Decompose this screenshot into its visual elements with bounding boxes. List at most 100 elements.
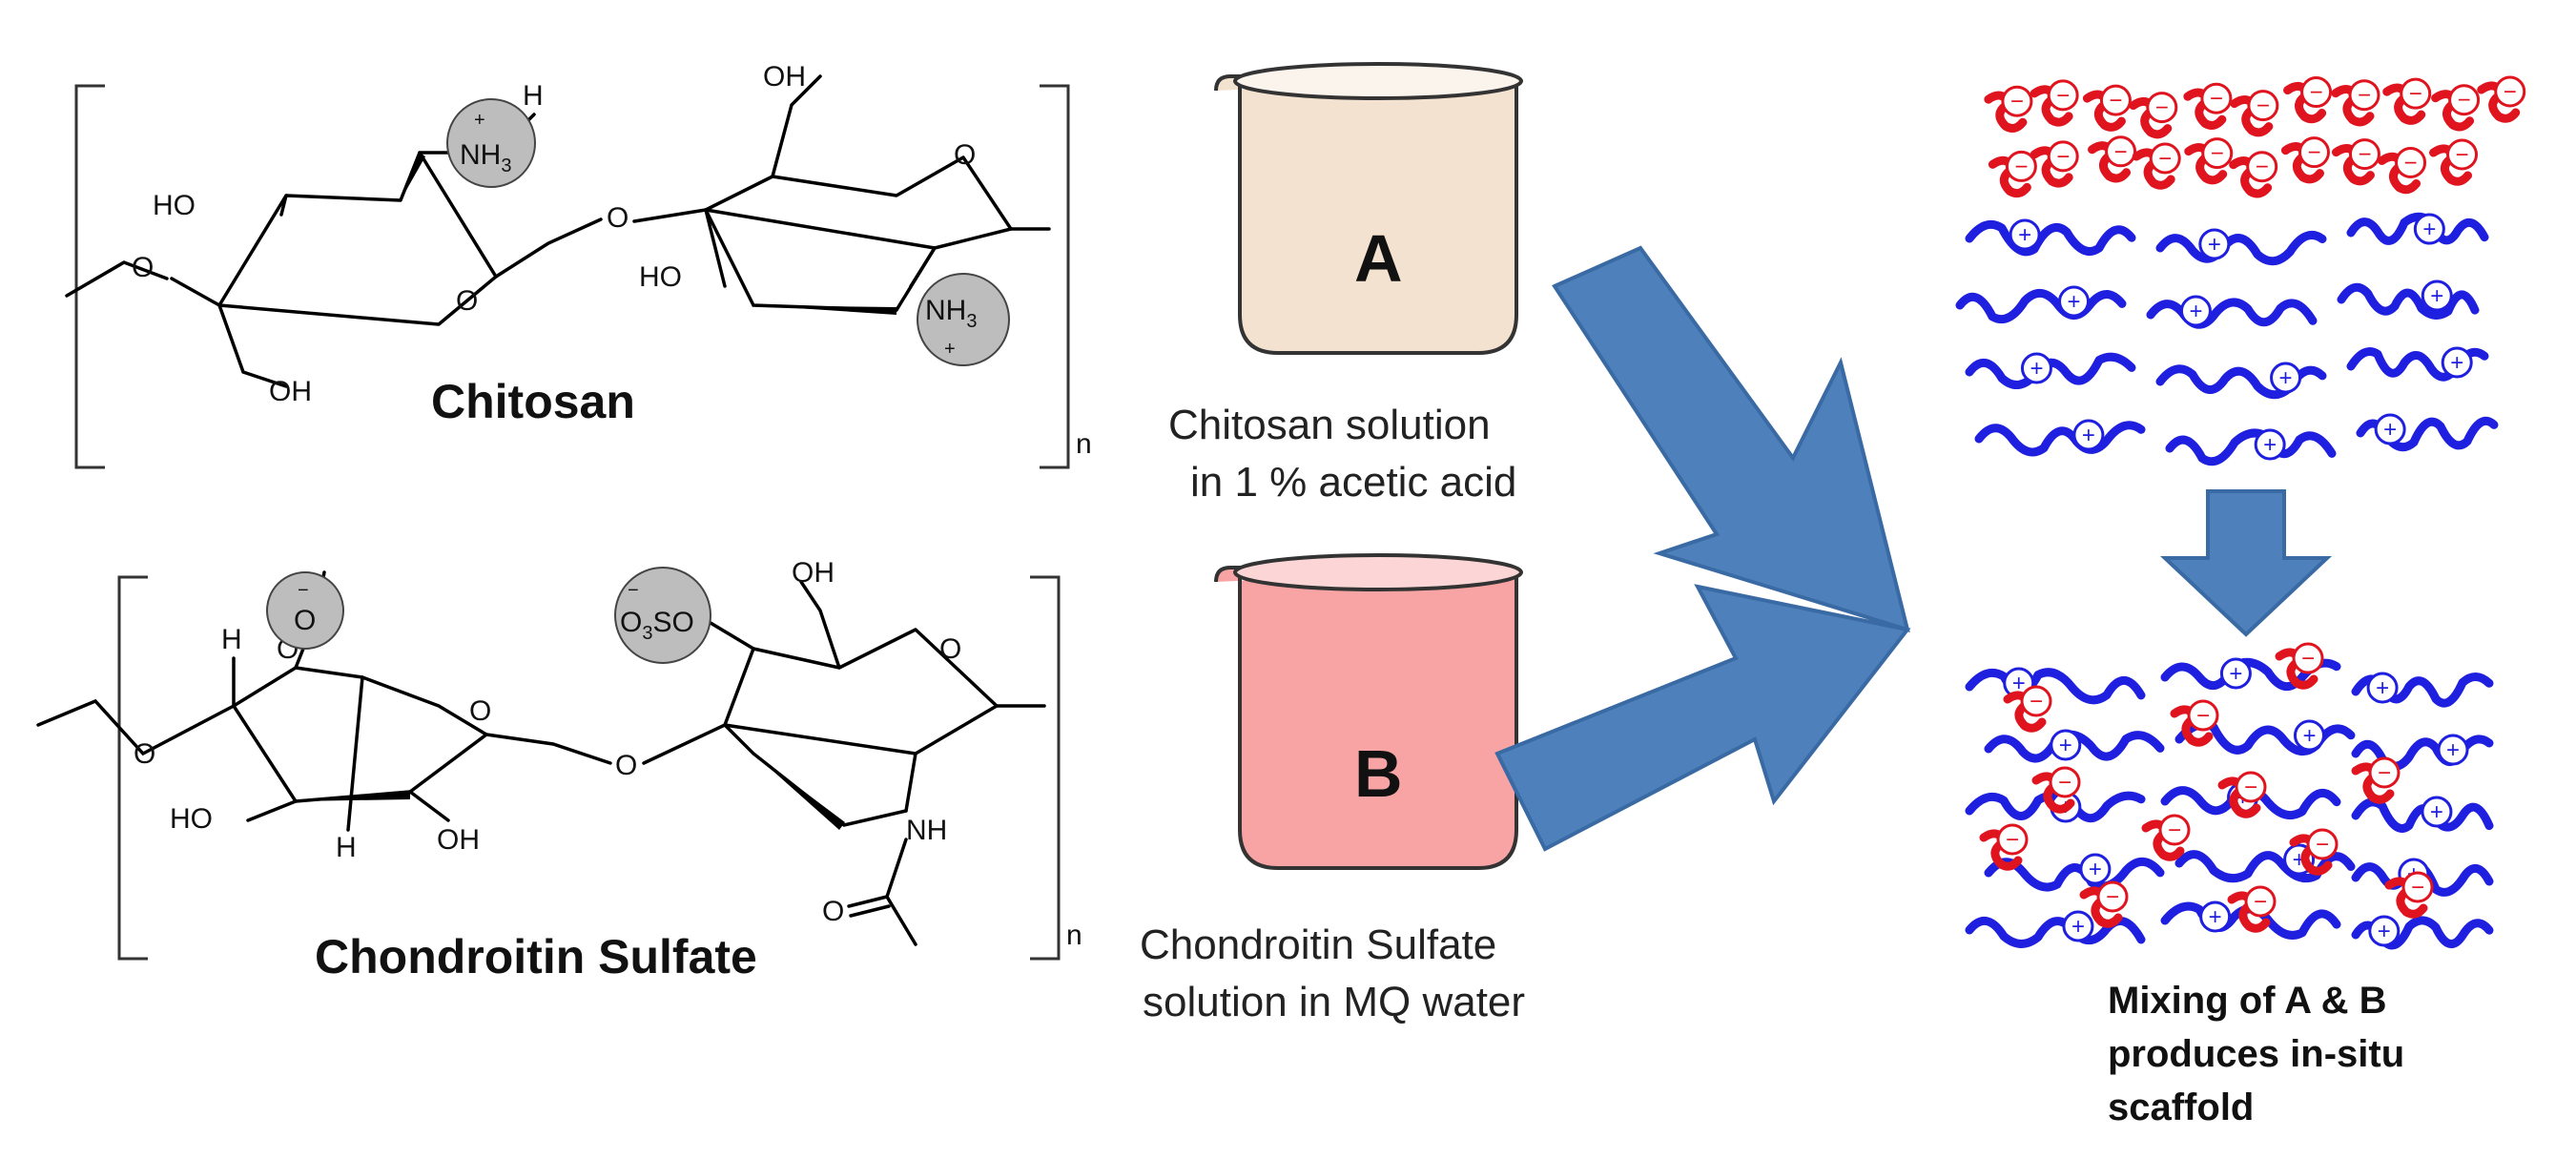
- negative-charge-sign: −: [2196, 703, 2210, 729]
- negative-charge: [2448, 84, 2481, 116]
- chitosan-nh3-right-charge-ball: [917, 273, 1010, 366]
- beaker-a-caption-line-2: in 1 % acetic acid: [1190, 459, 1516, 506]
- positive-charge: [2072, 419, 2105, 451]
- chondroitin-chain: [2289, 834, 2333, 876]
- negative-charge-sign: −: [2056, 83, 2070, 109]
- positive-charge: [2374, 413, 2406, 445]
- chitosan-repeat-n: n: [1076, 428, 1092, 460]
- positive-charge-sign: +: [2229, 661, 2242, 687]
- chondroitin-sulfate-charge-ball: [614, 567, 711, 664]
- negative-charge-sign: −: [2256, 155, 2269, 180]
- chondroitin-chain: [2351, 762, 2395, 804]
- chitosan-chain: [1984, 857, 2165, 892]
- negative-charge-sign: −: [2210, 86, 2223, 112]
- negative-charge: [2298, 136, 2330, 169]
- chondroitin-structure: n O H HO H OH O O O − O OH O: [36, 557, 1082, 983]
- negative-charge-sign: −: [2155, 95, 2169, 121]
- chondroitin-chain: [2079, 886, 2123, 928]
- chitosan-o-link: O: [607, 202, 629, 234]
- chondroitin-chain: [2331, 143, 2375, 186]
- beaker-a-rim: [1233, 62, 1523, 100]
- arrow-b-to-mix: [1494, 584, 1911, 852]
- chondroitin-so3: O3SO: [620, 607, 694, 644]
- chondroitin-chain: [2230, 95, 2274, 137]
- negative-charge: [2001, 85, 2033, 117]
- positive-charge: [2058, 285, 2091, 318]
- chitosan-chain: [1974, 421, 2146, 457]
- negative-charge: [2446, 138, 2479, 171]
- negative-charge-sign: −: [2211, 141, 2224, 167]
- positive-charge-sign: +: [2446, 737, 2460, 763]
- negative-charge: [2395, 146, 2427, 178]
- negative-charge-sign: −: [2504, 79, 2517, 105]
- negative-charge-sign: −: [2109, 88, 2122, 114]
- chondroitin-chain: [2141, 819, 2185, 861]
- negative-charge-sign: −: [2257, 93, 2270, 119]
- positive-charge-sign: +: [2376, 675, 2389, 701]
- negative-charge-sign: −: [2378, 760, 2391, 786]
- beaker-a-caption-line-1: Chitosan solution: [1168, 402, 1491, 448]
- negative-charge-sign: −: [2056, 144, 2070, 170]
- chondroitin-chain: [1979, 829, 2023, 871]
- beaker-b-caption-line-1: Chondroitin Sulfate: [1140, 921, 1496, 968]
- positive-charge: [2179, 295, 2212, 327]
- negative-charge: [2200, 82, 2233, 114]
- negative-charge: [2348, 138, 2380, 171]
- negative-charge-sign: −: [2114, 139, 2128, 165]
- chondroitin-oh-top: OH: [792, 557, 835, 589]
- chitosan-oh-1: OH: [269, 376, 312, 407]
- chitosan-structure: n O HO OH O H NH3 + O OH HO O NH3: [65, 61, 1092, 469]
- chitosan-chain: [2165, 428, 2337, 466]
- beaker-b-letter: B: [1354, 736, 1403, 811]
- negative-charge: [2247, 90, 2279, 122]
- negative-charge-sign: −: [2358, 142, 2371, 168]
- chitosan-name: Chitosan: [431, 375, 635, 428]
- beaker-b-body: [1214, 566, 1518, 870]
- chitosan-chain: [2155, 231, 2327, 266]
- beaker-b-rim: [1233, 553, 1523, 591]
- negative-charge-sign: −: [2301, 646, 2315, 672]
- positive-charge-sign: +: [2450, 350, 2463, 376]
- chitosan-o-left: O: [132, 252, 154, 283]
- chondroitin-chain: [2431, 90, 2475, 132]
- negative-charge: [2005, 150, 2037, 182]
- chitosan-left-bracket: [74, 84, 105, 469]
- chondroitin-chain: [2429, 144, 2473, 186]
- chondroitin-o-left: O: [134, 738, 155, 770]
- chondroitin-ho: HO: [170, 803, 213, 835]
- chondroitin-o-ring-1: O: [469, 695, 491, 727]
- positive-charge-sign: +: [2082, 423, 2095, 448]
- chondroitin-h-top: H: [221, 624, 242, 655]
- positive-charge: [2368, 915, 2401, 947]
- negative-charge-sign: −: [2411, 875, 2424, 900]
- negative-charge-sign: −: [2006, 827, 2019, 853]
- negative-charge-sign: −: [2404, 150, 2418, 176]
- chondroitin-carboxylate-minus: −: [298, 580, 309, 601]
- chitosan-right-bracket: [1040, 84, 1070, 469]
- positive-charge-sign: +: [2059, 733, 2072, 758]
- negative-charge-sign: −: [2158, 146, 2172, 172]
- negative-charge-sign: −: [2030, 689, 2043, 714]
- negative-charge-sign: −: [2316, 832, 2329, 858]
- negative-charge-sign: −: [2106, 884, 2119, 910]
- negative-charge-sign: −: [2307, 140, 2320, 166]
- result-line-1: Mixing of A & B: [2108, 980, 2387, 1022]
- chondroitin-chain: [2088, 141, 2132, 183]
- negative-charge-sign: −: [2014, 154, 2028, 179]
- chitosan-o-ring-1: O: [456, 285, 478, 317]
- positive-charge: [2270, 362, 2302, 394]
- chondroitin-chain: [2129, 96, 2173, 139]
- positive-charge-sign: +: [2279, 365, 2293, 391]
- result-line-3: scaffold: [2108, 1087, 2254, 1128]
- negative-charge: [2146, 92, 2178, 124]
- negative-charge: [2049, 766, 2081, 798]
- positive-charge-sign: +: [2089, 857, 2102, 882]
- chondroitin-chain: [2184, 142, 2228, 185]
- chondroitin-chain: [2003, 691, 2047, 733]
- negative-charge: [2105, 135, 2137, 168]
- chondroitin-chain: [2384, 877, 2428, 919]
- positive-charge: [2421, 796, 2453, 828]
- chitosan-chain: [2160, 657, 2341, 691]
- negative-charge-sign: −: [2058, 770, 2071, 796]
